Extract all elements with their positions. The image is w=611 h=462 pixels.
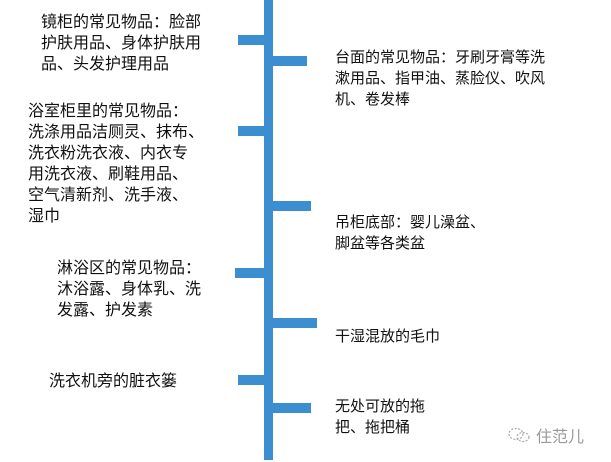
text-line: 台面的常见物品：牙刷牙膏等洗 [335, 48, 546, 66]
text-line: 吊柜底部：婴儿澡盆、 [335, 213, 486, 231]
text-line: 机、卷发棒 [335, 90, 411, 108]
text-line: 洗衣粉洗衣液、内衣专 [28, 143, 189, 162]
right-item-countertop: 台面的常见物品：牙刷牙膏等洗 漱用品、指甲油、蒸脸仪、吹风 机、卷发棒 [335, 47, 545, 110]
text-line: 空气清新剂、洗手液、 [28, 185, 189, 204]
left-item-mirror-cabinet: 镜柜的常见物品：脸部 护肤用品、身体护肤用 品、头发护理用品 [41, 11, 201, 74]
connector-right-1 [273, 56, 307, 66]
text-line: 沐浴露、身体乳、洗 [57, 279, 202, 298]
text-line: 护肤用品、身体护肤用 [41, 33, 202, 52]
connector-left-1 [238, 35, 264, 45]
text-line: 用洗衣液、刷鞋用品、 [28, 164, 189, 183]
left-item-bathroom-cabinet: 浴室柜里的常见物品： 洗涤用品洁厕灵、抹布、 洗衣粉洗衣液、内衣专 用洗衣液、刷… [28, 100, 204, 226]
connector-left-2 [238, 126, 264, 136]
text-line: 脚盆等各类盆 [335, 234, 426, 252]
text-line: 干湿混放的毛巾 [335, 327, 441, 345]
left-item-shower-area: 淋浴区的常见物品： 沐浴露、身体乳、洗 发露、护发素 [57, 257, 201, 320]
watermark: 住范儿 [508, 423, 584, 447]
text-line: 淋浴区的常见物品： [57, 258, 202, 277]
timeline-spine [264, 0, 273, 460]
text-line: 浴室柜里的常见物品： [28, 101, 189, 120]
right-item-wall-cabinet-bottom: 吊柜底部：婴儿澡盆、 脚盆等各类盆 [335, 212, 485, 254]
connector-left-4 [238, 375, 264, 385]
text-line: 品、头发护理用品 [41, 54, 170, 73]
watermark-text: 住范儿 [536, 427, 585, 446]
connector-right-4 [273, 403, 311, 413]
text-line: 发露、护发素 [57, 300, 154, 319]
right-item-mop: 无处可放的拖 把、拖把桶 [335, 396, 425, 438]
text-line: 湿巾 [28, 206, 61, 225]
left-item-laundry-basket: 洗衣机旁的脏衣篓 [49, 370, 177, 391]
connector-right-3 [273, 318, 317, 328]
connector-left-3 [235, 268, 264, 278]
right-item-towels: 干湿混放的毛巾 [335, 326, 440, 347]
text-line: 洗涤用品洁厕灵、抹布、 [28, 122, 205, 141]
text-line: 把、拖把桶 [335, 418, 411, 436]
text-line: 洗衣机旁的脏衣篓 [49, 371, 178, 390]
text-line: 无处可放的拖 [335, 397, 426, 415]
connector-right-2 [273, 201, 311, 211]
text-line: 镜柜的常见物品：脸部 [41, 12, 202, 31]
wechat-icon [508, 427, 530, 443]
text-line: 漱用品、指甲油、蒸脸仪、吹风 [335, 69, 546, 87]
